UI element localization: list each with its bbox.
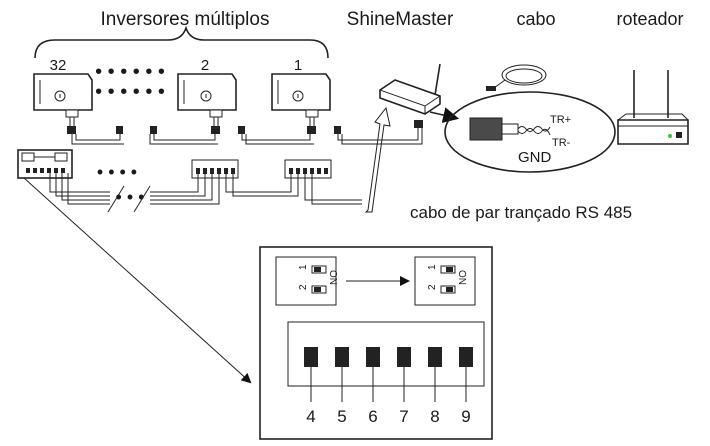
router-icon <box>617 70 689 145</box>
terminal-pin-block <box>366 347 380 367</box>
tr-plus-label: TR+ <box>550 114 571 126</box>
terminal-pin-block <box>397 347 411 367</box>
terminal-pin-label: 9 <box>461 407 470 426</box>
inverter-display-icon <box>200 90 212 102</box>
terminal-pin-block <box>428 347 442 367</box>
terminal-pin-block <box>459 347 473 367</box>
rs485-connector <box>469 117 503 141</box>
terminal-block-2 <box>191 159 239 179</box>
dip-switch-after: 1 2 ON <box>414 256 476 306</box>
terminal-block-32 <box>17 149 73 179</box>
shinemaster-device <box>379 63 441 115</box>
dip-on-label: ON <box>327 270 338 285</box>
cable-label: cabo <box>516 9 555 29</box>
terminal-pin-label: 6 <box>368 407 377 426</box>
dip-switch-2-label: 2 <box>427 284 438 290</box>
terminal-block-1 <box>284 159 332 179</box>
inverter-number-2: 2 <box>201 57 209 74</box>
shinemaster-antenna <box>434 63 441 96</box>
inverter-number-32: 32 <box>50 57 67 74</box>
terminal-strip <box>287 321 485 387</box>
inverter-display-icon <box>292 90 304 102</box>
tr-minus-label: TR- <box>552 137 571 149</box>
bus-ellipsis-bottom: • • • <box>116 187 145 207</box>
rs485-uplink-arrow <box>364 106 391 213</box>
dip-on-label: ON <box>456 270 467 285</box>
terminal-detail-box: 1 2 ON 1 2 ON <box>259 246 493 440</box>
router-led <box>668 134 672 138</box>
router-label: roteador <box>616 9 683 29</box>
terminal-pin-label: 4 <box>306 407 315 426</box>
inverter-2: 2 <box>150 57 245 134</box>
terminal-pin-block <box>304 347 318 367</box>
inverter-display-icon <box>54 90 66 102</box>
shinemaster-label: ShineMaster <box>347 9 454 30</box>
terminal-pin-block <box>335 347 349 367</box>
dip-switch-1-label: 1 <box>298 264 309 270</box>
cable-detail-callout: TR+ TR- GND <box>444 91 616 173</box>
inverter-number-1: 1 <box>294 57 302 74</box>
cable-icon <box>486 64 547 91</box>
inverter-1: 1 <box>271 57 341 134</box>
inverters-brace <box>34 25 329 59</box>
dip-switch-1-label: 1 <box>427 264 438 270</box>
gnd-label: GND <box>518 149 552 166</box>
detail-callout-arrow <box>23 177 252 384</box>
inverter-32: 32 <box>33 57 123 134</box>
ellipsis-dots-top: • • • • • • <box>95 61 165 83</box>
bus-ellipsis-top: • • • • <box>97 162 137 182</box>
inverters-title: Inversores múltiplos <box>101 9 270 30</box>
terminal-pins <box>304 347 473 402</box>
inverter-daisy-chain-cables <box>71 120 423 145</box>
terminal-pin-label: 8 <box>430 407 439 426</box>
ellipsis-dots-bottom: • • • • • • <box>95 81 165 103</box>
terminal-pin-label: 5 <box>337 407 346 426</box>
terminal-pin-label: 7 <box>399 407 408 426</box>
twisted-pair-label: cabo de par trançado RS 485 <box>410 203 632 222</box>
rs485-bus-wiring: • • • • • • • <box>49 162 362 213</box>
dip-switch-before: 1 2 ON <box>275 256 338 306</box>
dip-switch-2-label: 2 <box>298 284 309 290</box>
